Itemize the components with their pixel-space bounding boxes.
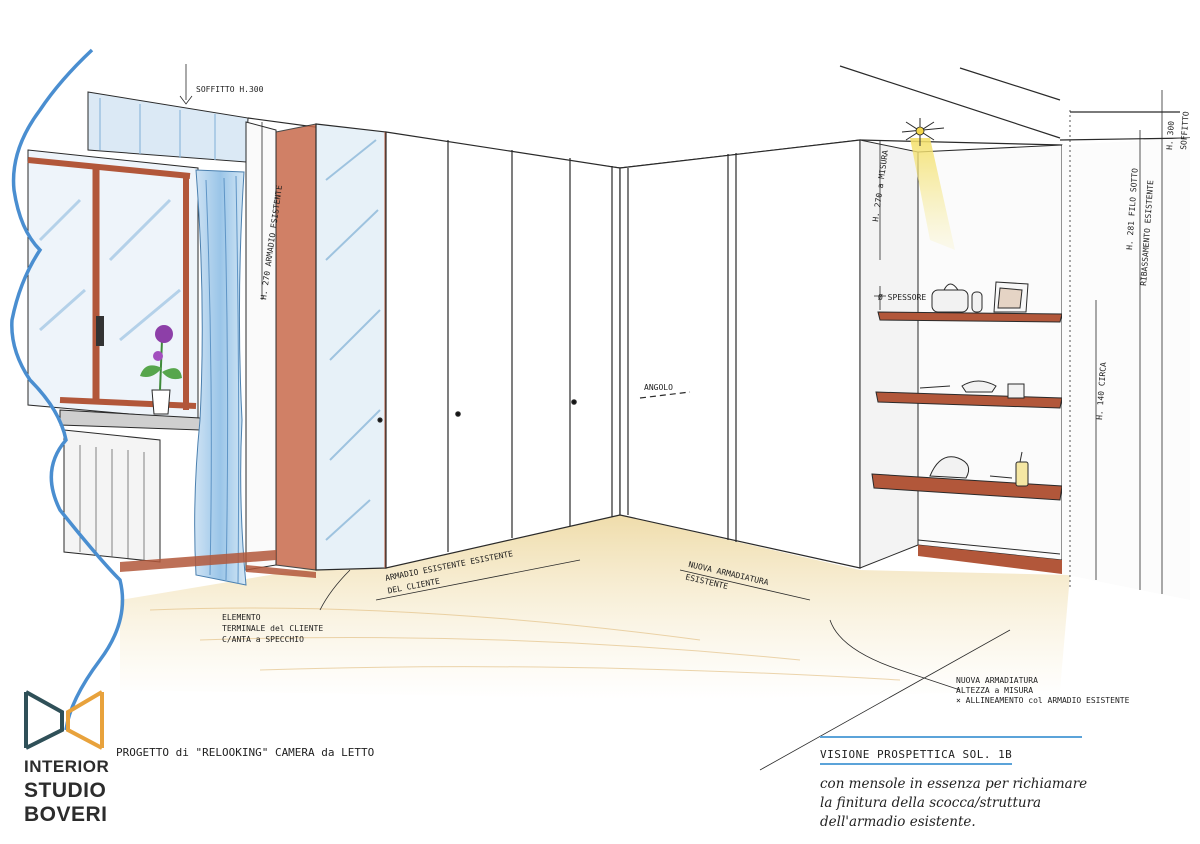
caption-rule bbox=[820, 736, 1082, 738]
label-angolo: ANGOLO bbox=[644, 383, 673, 392]
studio-logo: INTERIOR STUDIO BOVERI bbox=[24, 690, 120, 830]
shelf-objects bbox=[919, 281, 1029, 487]
radiator bbox=[63, 429, 161, 563]
curtain bbox=[194, 169, 247, 586]
window-soffit bbox=[87, 91, 249, 163]
spot-light bbox=[901, 118, 955, 250]
label-h300: H. 300 bbox=[1165, 121, 1176, 151]
label-h300-sub: SOFFITTO bbox=[1179, 111, 1191, 150]
mirror-element bbox=[275, 123, 388, 571]
logo-line2: STUDIO bbox=[24, 779, 107, 802]
note-nuova-misura: NUOVA ARMADIATURA ALTEZZA a MISURA × ALL… bbox=[956, 676, 1130, 705]
project-title: PROGETTO di "RELOOKING" CAMERA da LETTO bbox=[116, 746, 375, 759]
window bbox=[27, 149, 201, 431]
logo-line1: INTERIOR bbox=[24, 757, 110, 776]
caption-title: VISIONE PROSPETTICA SOL. 1B bbox=[820, 748, 1013, 765]
plant bbox=[140, 325, 182, 415]
label-soffitto: SOFFITTO H.300 bbox=[196, 85, 264, 94]
dimension-lines bbox=[179, 64, 1163, 771]
logo-mark-icon bbox=[24, 690, 104, 750]
wall-left bbox=[245, 121, 277, 571]
label-spessore: Ø SPESSORE bbox=[878, 292, 926, 302]
logo-line3: BOVERI bbox=[24, 803, 108, 826]
caption-description: con mensole in essenza per richiamare la… bbox=[820, 776, 1088, 830]
note-elemento: ELEMENTO TERMINALE del CLIENTE C/ANTA a … bbox=[222, 613, 324, 644]
new-wardrobe bbox=[619, 139, 861, 569]
wall-right bbox=[1062, 138, 1190, 600]
niche bbox=[859, 139, 1063, 574]
label-h140: H. 140 CIRCA bbox=[1095, 362, 1108, 420]
baseboards bbox=[120, 550, 316, 578]
existing-wardrobe bbox=[377, 131, 621, 569]
caption-block: VISIONE PROSPETTICA SOL. 1B con mensole … bbox=[820, 736, 1120, 832]
shelves bbox=[871, 311, 1063, 501]
section-line bbox=[10, 48, 125, 731]
